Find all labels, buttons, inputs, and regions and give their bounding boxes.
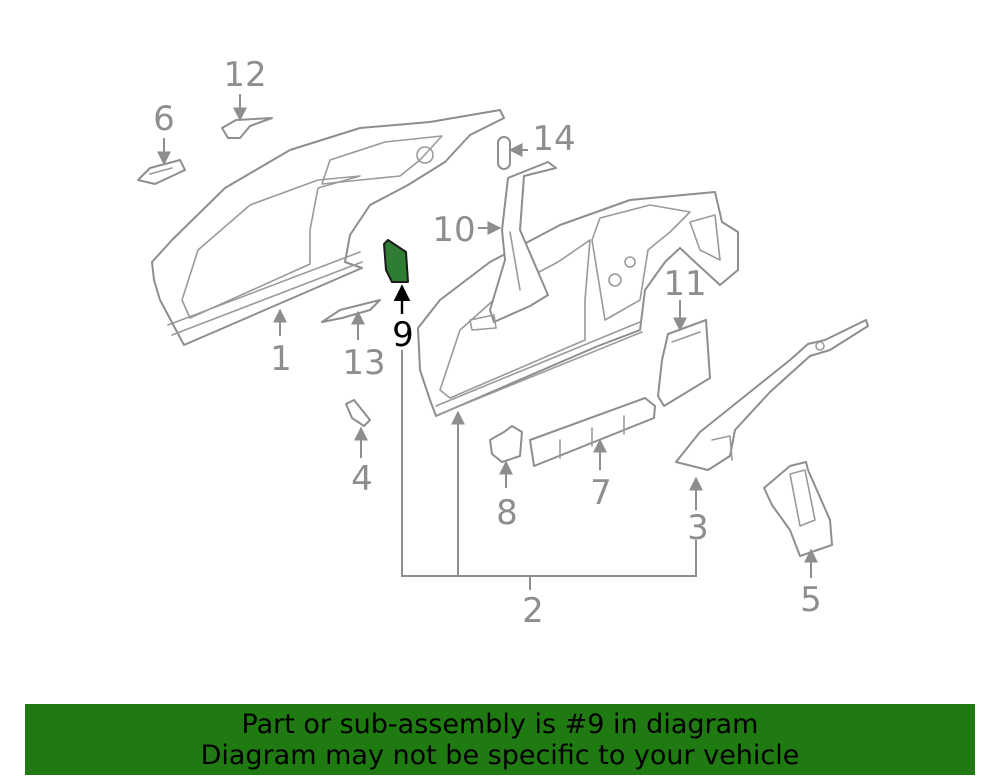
callout-6: 6 bbox=[153, 99, 175, 139]
info-banner: Part or sub-assembly is #9 in diagram Di… bbox=[25, 704, 975, 775]
callout-13: 13 bbox=[342, 343, 385, 383]
part-3-reinforcement[interactable] bbox=[675, 319, 869, 471]
callout-12: 12 bbox=[223, 55, 266, 95]
banner-line-disclaimer: Diagram may not be specific to your vehi… bbox=[200, 739, 800, 771]
part-12-bracket[interactable] bbox=[221, 117, 273, 139]
part-5-pillar[interactable] bbox=[763, 461, 833, 557]
callout-14: 14 bbox=[532, 119, 575, 159]
banner-line-part: Part or sub-assembly is #9 in diagram bbox=[241, 708, 759, 740]
callout-1: 1 bbox=[270, 339, 292, 379]
part-11-panel[interactable] bbox=[657, 319, 711, 407]
part-4-bracket[interactable] bbox=[345, 399, 371, 427]
part-1-body-side-outer[interactable] bbox=[151, 109, 505, 346]
callout-4: 4 bbox=[351, 459, 373, 499]
callout-labels: 1 2 3 4 5 6 7 8 9 10 11 12 13 14 bbox=[153, 55, 822, 631]
parts-diagram: 1 2 3 4 5 6 7 8 9 10 11 12 13 14 bbox=[137, 55, 869, 631]
part-7-rocker-strip[interactable] bbox=[529, 397, 656, 467]
leader-lines bbox=[157, 94, 818, 590]
callout-11: 11 bbox=[663, 264, 706, 304]
part-14-plug[interactable] bbox=[497, 136, 511, 170]
part-2-body-side-inner[interactable] bbox=[417, 191, 739, 417]
part-8-bracket[interactable] bbox=[489, 425, 523, 463]
callout-8: 8 bbox=[496, 493, 518, 533]
part-13-bracket[interactable] bbox=[321, 299, 381, 323]
part-9-highlighted[interactable] bbox=[383, 239, 409, 283]
callout-5: 5 bbox=[800, 580, 822, 620]
callout-9: 9 bbox=[392, 315, 414, 355]
callout-10: 10 bbox=[432, 210, 475, 250]
callout-2: 2 bbox=[522, 591, 544, 631]
part-10-b-pillar[interactable] bbox=[469, 161, 557, 331]
callout-7: 7 bbox=[590, 473, 612, 513]
callout-3: 3 bbox=[687, 508, 709, 548]
part-6-pad[interactable] bbox=[137, 159, 186, 185]
